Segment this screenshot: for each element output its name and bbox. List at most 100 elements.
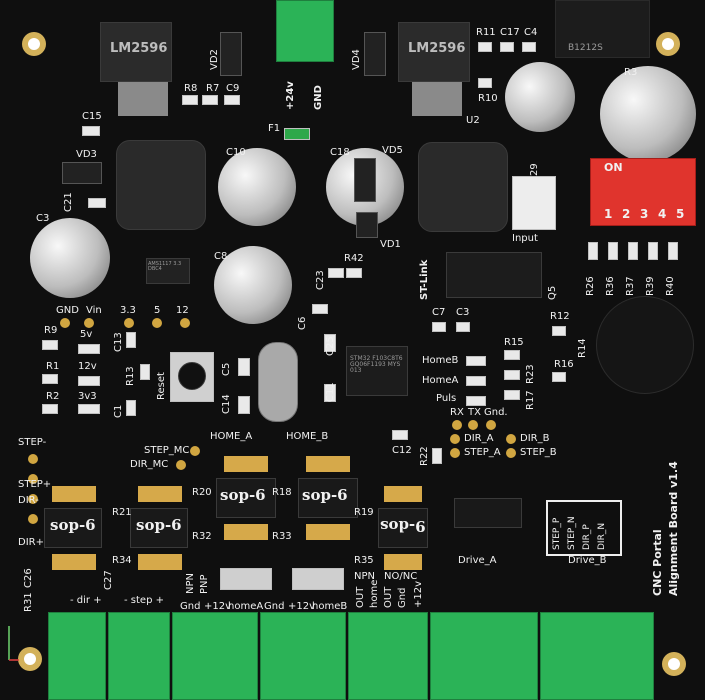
box-step-n: STEP_N	[567, 516, 577, 550]
smd-r9	[42, 340, 58, 350]
optocoupler-2	[130, 508, 188, 548]
diode-vd2	[220, 32, 242, 76]
label-vin: Vin	[86, 305, 102, 316]
label-3v3: 3v3	[78, 391, 97, 402]
ic-pins-4-bot	[306, 524, 350, 540]
label-r12: R12	[550, 311, 570, 322]
reset-button-cap[interactable]	[178, 362, 206, 390]
diode-vd3	[62, 162, 102, 184]
label-c9: C9	[226, 83, 240, 94]
tp-dir-plus	[28, 514, 38, 524]
driver-ic	[454, 498, 522, 528]
smd-r36	[608, 242, 618, 260]
label-npn: NPN	[185, 573, 196, 594]
smd-r42	[346, 268, 362, 278]
label-dir-mc: DIR_MC	[130, 459, 169, 470]
label-12v-2: +12v	[413, 580, 424, 608]
label-nonc: NO/NC	[384, 571, 418, 582]
label-r18: R18	[272, 487, 292, 498]
label-f1: F1	[268, 123, 281, 134]
label-c7: C7	[432, 307, 446, 318]
smd-r1	[42, 374, 58, 384]
label-c10: C10	[226, 147, 246, 158]
label-r34: R34	[112, 555, 132, 566]
buzzer	[596, 296, 694, 394]
npn-pnp-switch-b[interactable]	[292, 568, 344, 590]
label-5v: 5v	[80, 329, 93, 340]
power-terminal[interactable]	[276, 0, 334, 62]
label-c27: C27	[103, 570, 114, 590]
terminal-home-b[interactable]	[260, 612, 346, 700]
label-out2: OUT	[383, 586, 394, 608]
smd-r22	[432, 448, 442, 464]
label-stlink: ST-Link	[419, 259, 430, 300]
label-r2: R2	[46, 391, 60, 402]
label-r36: R36	[605, 276, 616, 296]
label-step-b: STEP_B	[520, 447, 557, 458]
optocoupler-3-label: sop-6	[220, 486, 266, 504]
label-c21: C21	[63, 192, 74, 212]
label-puls: Puls	[436, 393, 457, 404]
terminal-home-a[interactable]	[172, 612, 258, 700]
terminal-dir[interactable]	[48, 612, 106, 700]
label-tx: TX	[468, 407, 481, 418]
smd-r8	[182, 95, 198, 105]
label-dir-terminal: - dir +	[70, 595, 102, 606]
tp-step-plus	[28, 474, 38, 484]
label-homea: HomeA	[422, 375, 459, 386]
label-home-b: HOME_B	[286, 431, 329, 442]
optocoupler-1-label: sop-6	[50, 516, 96, 534]
ic-pins-5-bot	[384, 554, 422, 570]
optocoupler-4-label: sop-6	[302, 486, 348, 504]
terminal-drive-b[interactable]	[540, 612, 654, 700]
signal-box	[546, 500, 622, 556]
label-r17: R17	[525, 390, 536, 410]
label-q5: Q5	[547, 285, 558, 300]
tp-step-mc	[190, 446, 200, 456]
ic-pins-2-bot	[138, 554, 182, 570]
smd-puls-led	[466, 396, 486, 406]
terminal-drive-a[interactable]	[430, 612, 538, 700]
mcu-stm32-label: STM32 F103C8T6 GQ06F1193 MYS 013	[350, 355, 403, 374]
label-vd4: VD4	[351, 49, 362, 70]
label-r15: R15	[504, 337, 524, 348]
terminal-step[interactable]	[108, 612, 170, 700]
optocoupler-3	[216, 478, 276, 518]
smd-c1	[126, 400, 136, 416]
input-connector[interactable]	[512, 176, 556, 230]
label-r32: R32	[192, 531, 212, 542]
tp-step-minus	[28, 454, 38, 464]
npn-pnp-switch-a[interactable]	[220, 568, 272, 590]
regulator-u1-tab	[118, 82, 168, 116]
label-step-terminal: - step +	[124, 595, 164, 606]
diode-vd1	[356, 212, 378, 238]
label-c6: C6	[297, 316, 308, 330]
smd-homea-led	[466, 376, 486, 386]
mounting-hole-top-right	[656, 32, 680, 56]
smd-r2	[42, 404, 58, 414]
dip-switch-5: 5	[676, 207, 685, 221]
terminal-out[interactable]	[348, 612, 428, 700]
capacitor-c3	[30, 218, 110, 298]
label-step-minus: STEP-	[18, 437, 47, 448]
mcu-stm32	[346, 346, 408, 396]
ldo-ams1117	[146, 258, 190, 284]
label-home: home	[369, 579, 380, 608]
label-r42: R42	[344, 253, 364, 264]
box-step-p: STEP_P	[552, 517, 562, 550]
label-plus24v: +24v	[285, 81, 296, 110]
dip-switch[interactable]	[590, 158, 696, 226]
label-input: Input	[512, 233, 538, 244]
label-rx: RX	[450, 407, 464, 418]
smd-r37	[628, 242, 638, 260]
label-3v3-test: 3.3	[120, 305, 136, 316]
label-z9: 29	[529, 163, 540, 176]
ic-pins-3-top	[224, 456, 268, 472]
label-c14: C14	[221, 394, 232, 414]
label-gnd-test: GND	[56, 305, 79, 316]
smd-r13	[140, 364, 150, 380]
stlink-header[interactable]	[446, 252, 542, 298]
smd-c9	[224, 95, 240, 105]
tp-gnd-top	[60, 318, 70, 328]
label-gndx: Gnd.	[484, 407, 508, 418]
